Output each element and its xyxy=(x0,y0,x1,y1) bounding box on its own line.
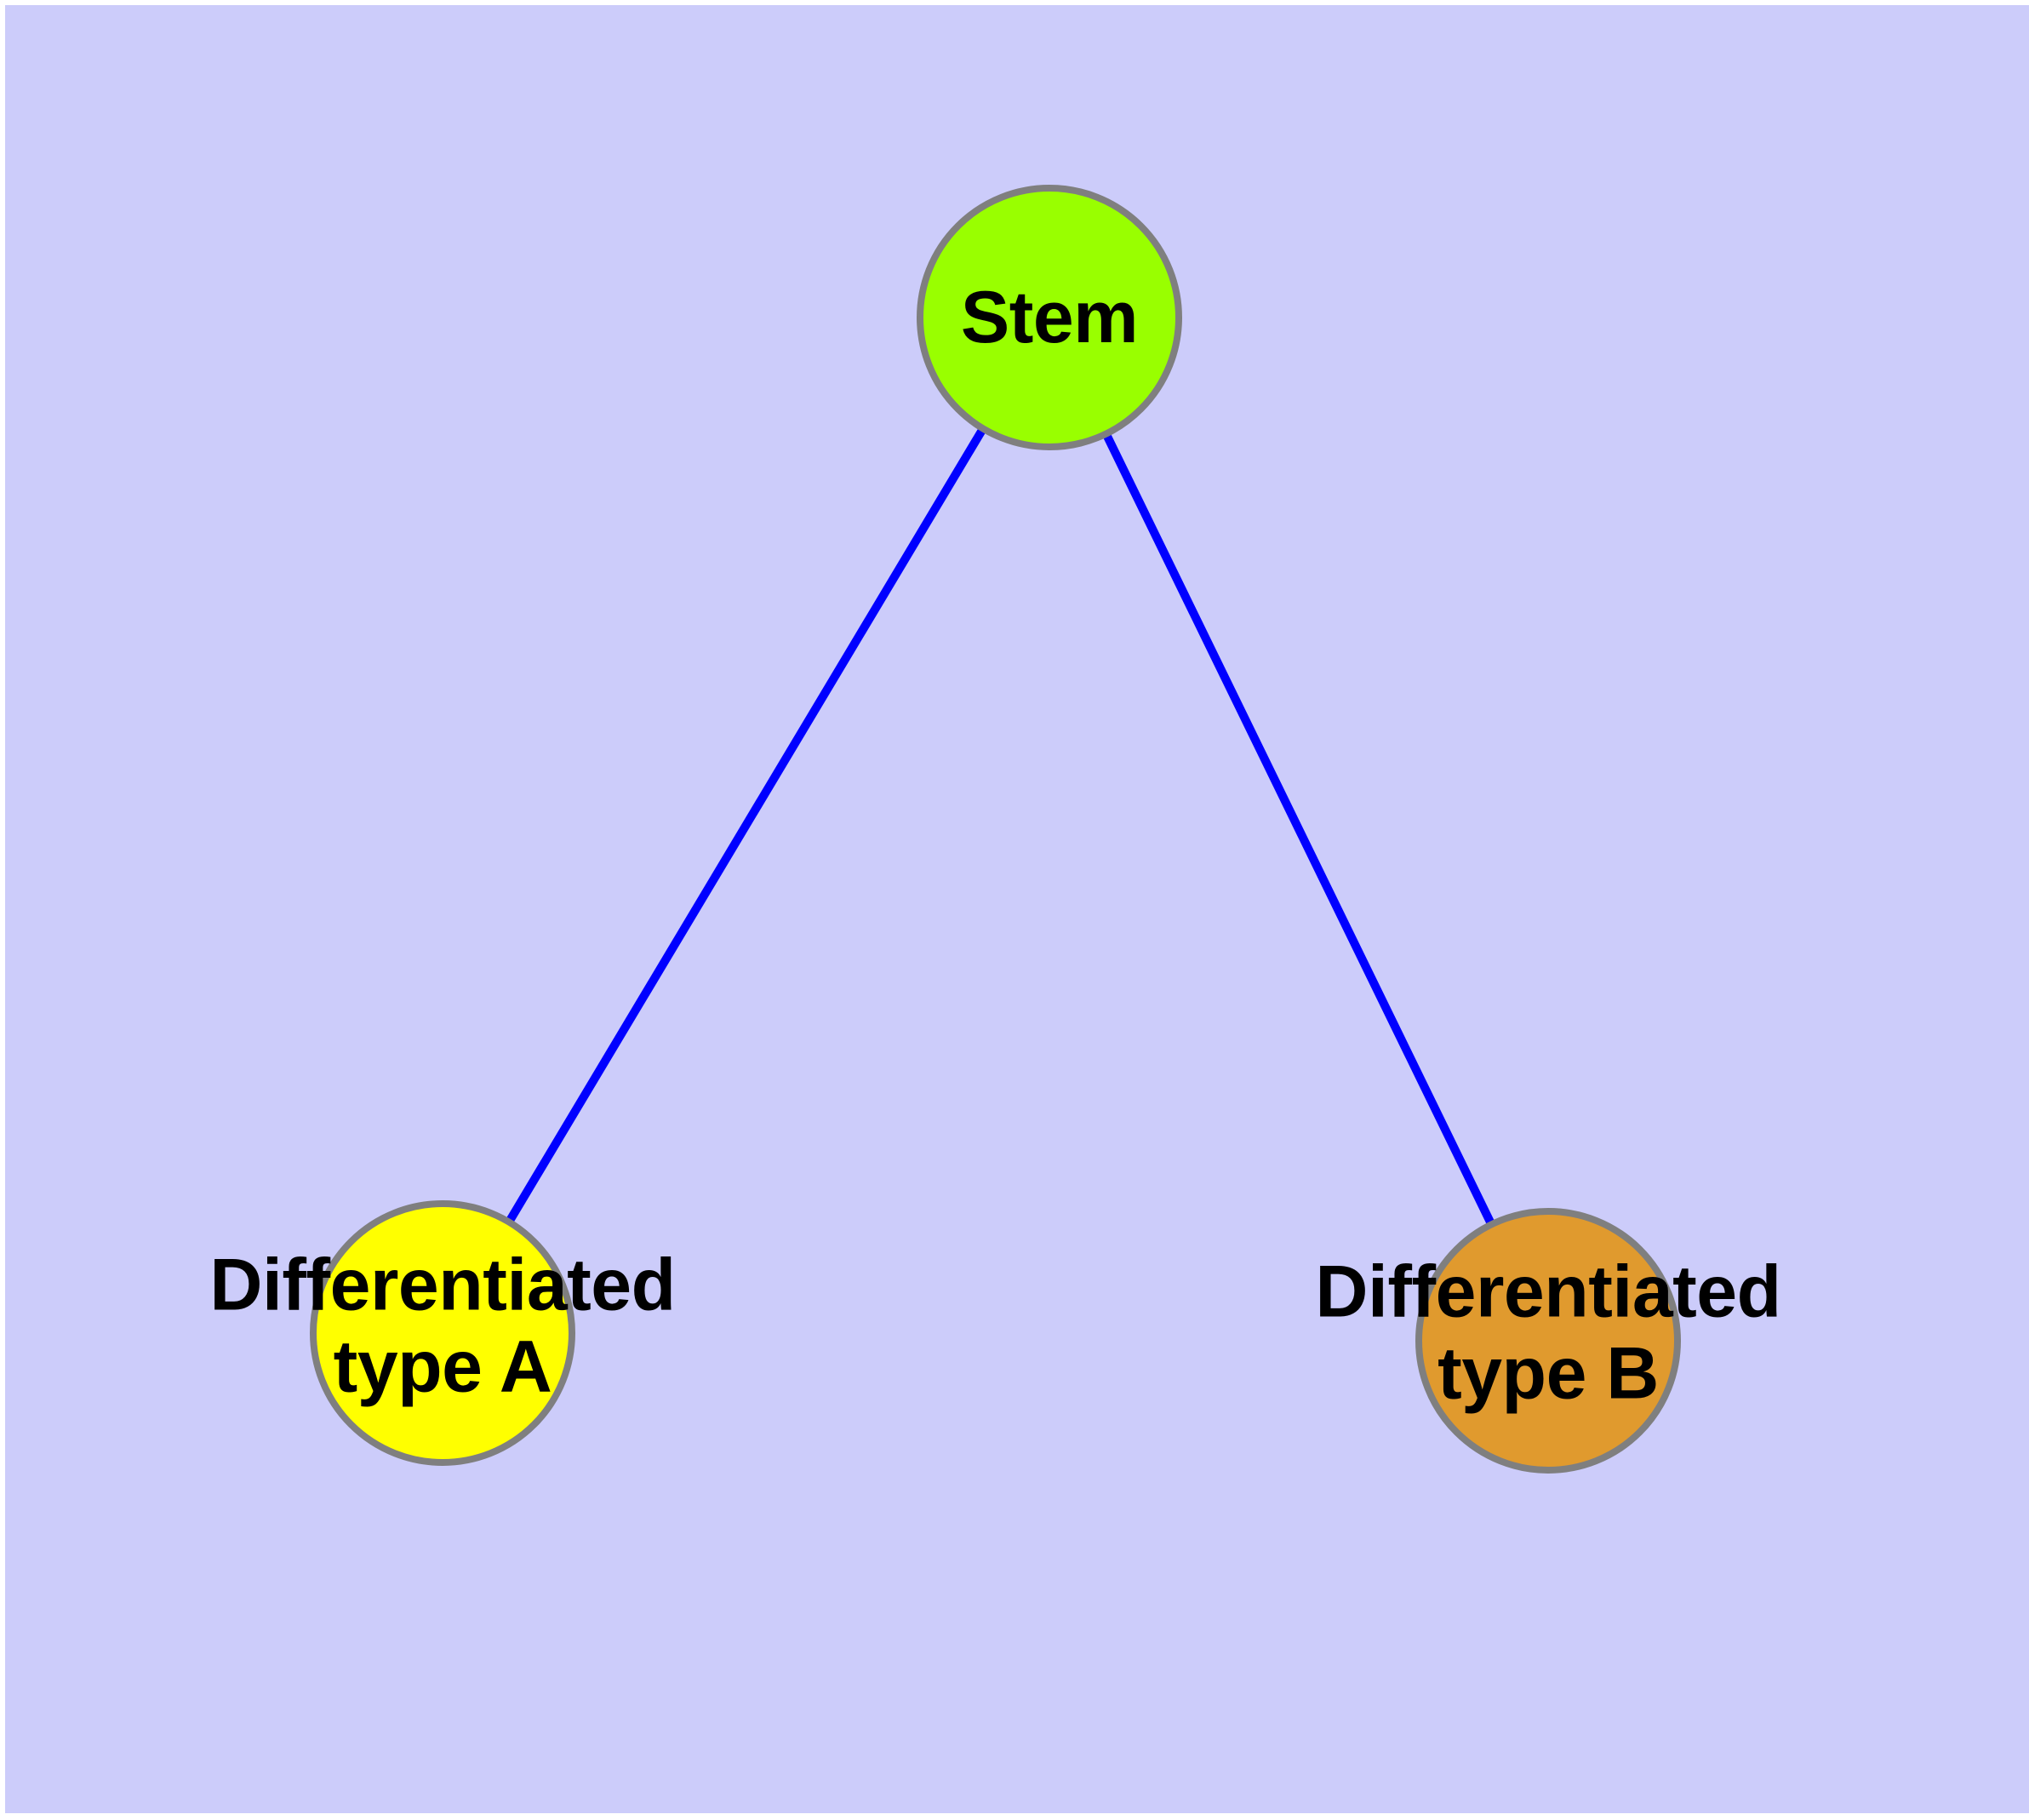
node-label-stem-line-1: Stem xyxy=(960,276,1139,358)
node-circle-stem[interactable] xyxy=(917,185,1182,450)
node-label-differentiated-type-b: Differentiated type B xyxy=(1315,1251,1781,1416)
node-label-diff-a-line-1: Differentiated xyxy=(209,1244,676,1326)
edge-stem-to-diff-b[interactable] xyxy=(1102,432,1495,1227)
node-label-stem: Stem xyxy=(960,276,1139,358)
node-layer xyxy=(310,185,1681,1474)
node-label-diff-b-line-2: type B xyxy=(1437,1333,1659,1415)
node-label-differentiated-type-a: Differentiated type A xyxy=(209,1244,676,1409)
node-circle-differentiated-type-b[interactable] xyxy=(1415,1208,1681,1474)
node-label-diff-b-line-1: Differentiated xyxy=(1315,1251,1781,1333)
edge-stem-to-diff-a[interactable] xyxy=(505,426,987,1225)
node-circle-differentiated-type-a[interactable] xyxy=(310,1200,575,1466)
edge-layer xyxy=(505,426,1495,1227)
node-label-diff-a-line-2: type A xyxy=(333,1326,552,1408)
